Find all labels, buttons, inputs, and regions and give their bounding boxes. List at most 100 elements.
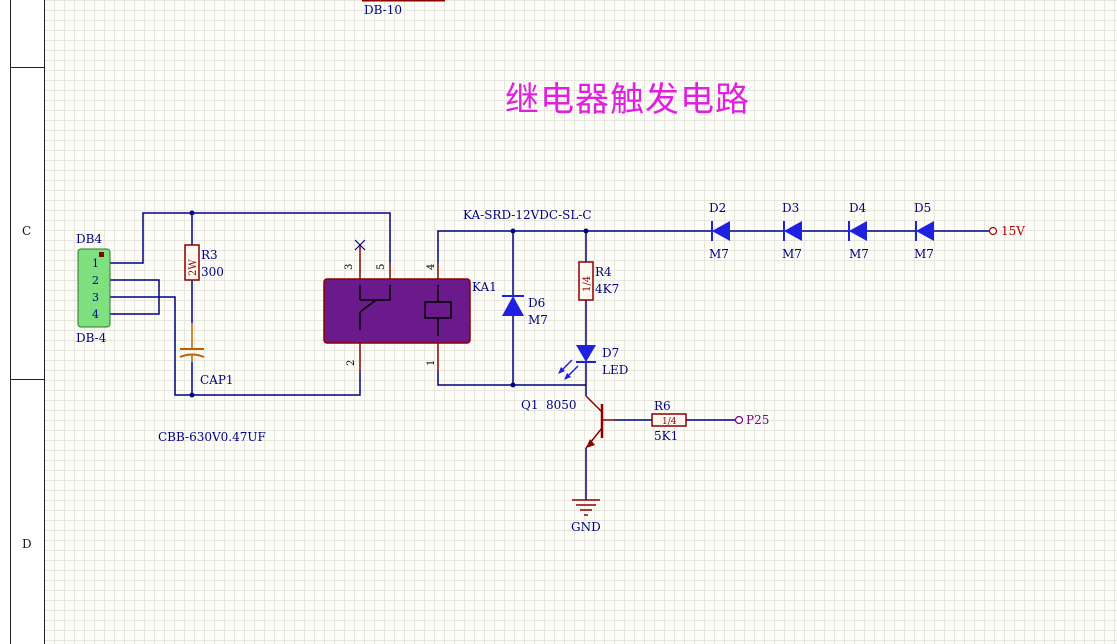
d5-value: M7 [914,247,934,261]
v15-terminal [988,226,998,236]
q1-emitter-arrow [586,439,595,448]
r6-value: 5K1 [654,429,678,443]
v15-label: 15V [1001,224,1025,238]
junction-dot [510,382,516,388]
db4-comment: DB-4 [76,331,107,345]
r3-body [184,244,200,281]
d7-value: LED [602,363,628,377]
d6-designator: D6 [528,296,545,310]
r3-designator: R3 [201,248,218,262]
r6-body [651,413,687,427]
d2-designator: D2 [709,201,726,215]
d2-value: M7 [709,247,729,261]
zone-divider [10,379,44,380]
r4-value: 4K7 [595,282,619,296]
ka1-no-connect [354,239,366,251]
r6-designator: R6 [654,399,671,413]
db4-pin-label: 1 [92,257,99,270]
d6-value: M7 [528,313,548,327]
r6-body-mark: 1/4 [662,417,677,427]
r4-designator: R4 [595,265,612,279]
wire [437,230,990,263]
q1-value: 8050 [546,398,577,412]
diode-d4: D4 M7 [848,201,869,261]
d6-triangle [502,296,524,316]
db4-pin-label: 4 [92,308,99,321]
d7-designator: D7 [602,346,619,360]
r4-body-mark: 1/4 [582,276,593,292]
ka1-pin-number: 3 [344,264,355,270]
diode-d3: D3 M7 [782,201,802,261]
d4-designator: D4 [849,201,867,215]
db4-body [77,248,111,328]
junction-dot [189,210,195,216]
diode-d5: D5 M7 [914,201,934,261]
d7-triangle [576,345,596,362]
transistor-q1: Q1 8050 [521,395,614,449]
wire-group [110,212,990,500]
d4-triangle [849,221,867,241]
r4-body [578,261,594,301]
q1-collector [585,395,603,413]
zone-label-d: D [22,537,32,551]
d4-value: M7 [849,247,869,261]
ka1-pin-number: 1 [426,360,437,366]
db4-pin-label: 3 [92,291,99,304]
ground-symbol [572,499,600,516]
p25-label: P25 [746,413,769,427]
no-connect-stroke [354,239,366,251]
gnd-label: GND [571,520,601,534]
resistor-r3: 2W R3 300 [184,244,224,281]
relay-ka1: 3 5 4 2 1 KA1 KA-SRD-12VDC-SL-C [323,208,592,371]
wire [110,212,391,264]
d5-designator: D5 [914,201,931,215]
p25-terminal [734,415,744,425]
ka1-body [323,278,471,344]
ka1-pin-number: 4 [426,264,437,270]
wire [437,371,586,386]
port-15v: 15V [988,224,1025,238]
ka1-coil [424,285,452,336]
light-arrow-head [564,373,571,380]
capacitor-cap1: CAP1 CBB-630V0.47UF [158,323,266,444]
sheet-border: C D [0,0,45,644]
ka1-pin-number: 2 [346,360,357,366]
ka1-pins [359,245,439,371]
diode-d2: D2 M7 [709,201,730,261]
light-arrow-head [558,367,565,374]
d3-designator: D3 [782,201,799,215]
r3-value: 300 [201,265,224,279]
diode-d6: D6 M7 [502,295,548,327]
db4-pin-label: 2 [92,274,99,287]
cap1-comment: CBB-630V0.47UF [158,430,266,444]
d3-triangle [784,221,802,241]
ka1-comment: KA-SRD-12VDC-SL-C [463,208,592,222]
ka1-switch [359,285,391,330]
d2-triangle [712,221,730,241]
resistor-r6: 1/4 R6 5K1 [651,399,687,443]
switch-line [376,285,391,301]
port-p25: P25 [734,413,769,427]
cap1-plate-curved [179,353,205,358]
grid-background [44,0,1117,644]
zone-label-c: C [22,224,32,238]
junction-dot [510,228,516,234]
ka1-pin-number: 5 [376,264,387,270]
wire [110,296,361,396]
junction-dot [583,228,589,234]
schematic-title: 继电器触发电路 [505,80,750,120]
db10-label: DB-10 [364,3,402,17]
connector-db4: DB4 1 2 3 4 DB-4 [76,232,111,345]
ka1-designator: KA1 [472,280,497,294]
resistor-r4: 1/4 R4 4K7 [578,261,619,301]
junction-dot [189,392,195,398]
zone-divider [10,67,44,68]
db4-pin1-marker [99,252,104,257]
r3-body-mark: 2W [188,259,199,276]
cap1-designator: CAP1 [200,373,234,387]
db4-designator: DB4 [76,232,102,246]
d5-triangle [916,221,934,241]
led-d7: D7 LED [558,345,628,380]
